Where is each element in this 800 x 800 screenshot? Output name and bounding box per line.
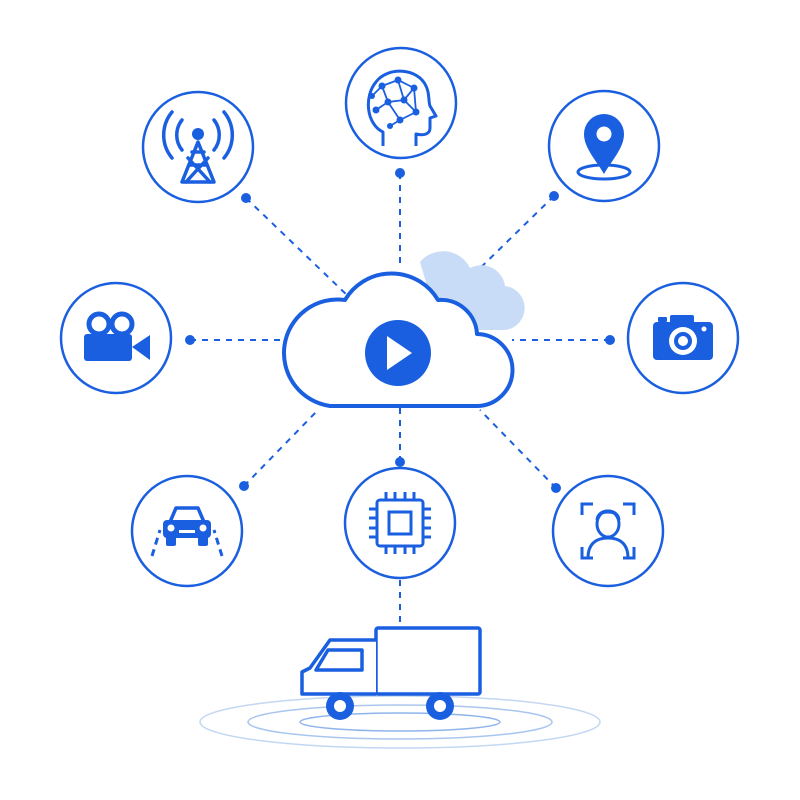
connector-lines — [190, 173, 610, 628]
face-scan-icon — [580, 502, 636, 560]
delivery-truck-icon — [300, 626, 482, 696]
cell-tower-icon — [161, 110, 235, 184]
delivery-truck[interactable] — [300, 626, 482, 720]
connector-cell-tower — [245, 197, 351, 299]
node-location[interactable] — [547, 89, 661, 203]
node-car-lane[interactable] — [130, 474, 244, 588]
connector-car-lane — [243, 409, 319, 487]
photo-camera-icon — [653, 315, 713, 360]
node-video-camera[interactable] — [59, 281, 173, 395]
ground-rings — [199, 695, 601, 749]
node-ai-head[interactable] — [344, 46, 458, 160]
node-photo-camera[interactable] — [626, 281, 740, 395]
location-pin-icon — [576, 114, 632, 181]
connector-face-scan — [479, 409, 557, 489]
node-chip[interactable] — [343, 466, 457, 580]
node-face-scan[interactable] — [551, 474, 665, 588]
cloud-hub[interactable] — [281, 251, 525, 409]
connector-dots — [185, 168, 615, 493]
ai-head-icon — [366, 69, 438, 146]
play-icon — [387, 336, 412, 370]
video-camera-icon — [84, 311, 150, 361]
chip-icon — [369, 492, 431, 554]
truck-wheels — [326, 692, 454, 720]
connector-location — [469, 195, 555, 279]
node-cell-tower[interactable] — [141, 90, 255, 204]
car-lane-icon — [150, 506, 224, 557]
